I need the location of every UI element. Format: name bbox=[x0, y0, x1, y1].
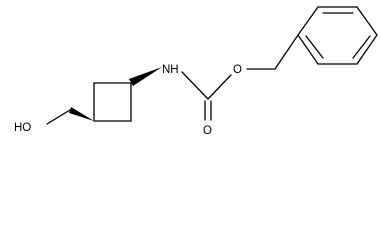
wedge-bond-ch2oh bbox=[69, 107, 94, 121]
carbonyl-oxygen-label: O bbox=[203, 125, 212, 137]
ester-oxygen-label: O bbox=[233, 64, 242, 76]
ring-bond-2 bbox=[356, 6, 378, 36]
ring-double-bond-inner-3 bbox=[305, 35, 324, 59]
ring-bond-6 bbox=[297, 6, 319, 36]
amine-label: NH bbox=[162, 64, 179, 76]
hydroxyl-label: HO bbox=[14, 122, 31, 134]
oxygen-carbonyl-bond bbox=[207, 74, 232, 100]
ring-bond-3 bbox=[356, 34, 378, 65]
wedge-bond-nh bbox=[129, 67, 162, 86]
structure-canvas: O O NH HO bbox=[14, 6, 378, 137]
benzene-ring bbox=[297, 6, 378, 65]
cyclobutane-ring bbox=[93, 82, 132, 122]
benzyl-bond bbox=[274, 34, 299, 70]
ring-double-bond-inner-2 bbox=[352, 35, 371, 59]
carbonyl-nitrogen-bond bbox=[181, 71, 209, 100]
chemical-structure-diagram: O O NH HO bbox=[14, 6, 378, 137]
ring-bond-5 bbox=[297, 34, 319, 65]
ch2-hydroxyl-bond bbox=[46, 109, 71, 125]
